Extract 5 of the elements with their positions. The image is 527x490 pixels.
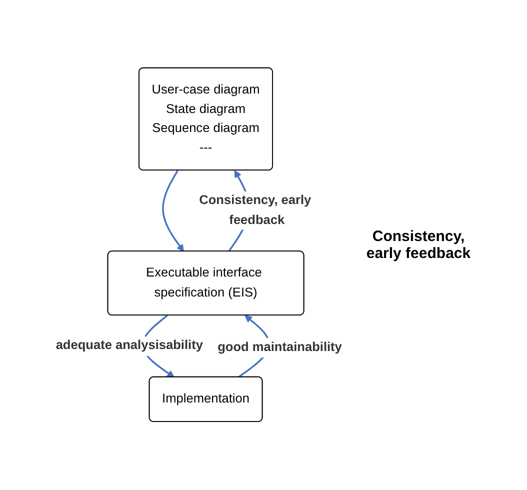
edge-label: Consistency, early feedback bbox=[198, 193, 311, 228]
note-text: Consistency, early feedback bbox=[365, 228, 472, 262]
arrow bbox=[162, 170, 184, 252]
edge-label: good maintainability bbox=[217, 340, 342, 355]
edge-label: adequate analysisability bbox=[55, 338, 202, 353]
